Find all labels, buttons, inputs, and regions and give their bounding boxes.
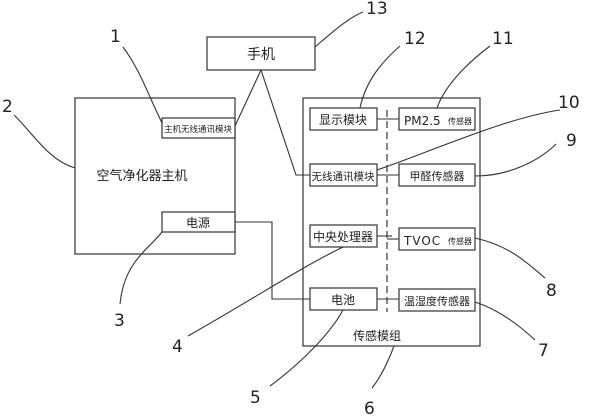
temp-humidity-box (398, 288, 476, 312)
wireless-label: 无线通讯模块 (312, 170, 375, 183)
leader-3 (119, 231, 163, 305)
leader-7 (474, 301, 536, 341)
leader-1 (122, 46, 163, 124)
callout-1: 1 (110, 27, 121, 47)
sensor-group-label: 传感模组 (353, 328, 401, 343)
leader-5 (269, 309, 344, 387)
power-label: 电源 (186, 216, 210, 230)
pm25-label: PM2.5 (404, 114, 441, 128)
phone-label: 手机 (247, 47, 275, 63)
leader-12 (359, 45, 401, 109)
temp-humidity-label: 温湿度传感器 (404, 294, 470, 308)
callout-9: 9 (566, 131, 577, 151)
callout-8: 8 (546, 281, 557, 301)
leader-4 (187, 246, 344, 337)
callout-3: 3 (114, 311, 125, 331)
leader-8 (474, 237, 546, 279)
callout-12: 12 (404, 29, 426, 49)
callout-6: 6 (364, 399, 375, 419)
link-phone-wireless (260, 69, 310, 176)
battery-label: 电池 (331, 293, 355, 307)
leader-11 (436, 45, 491, 109)
callout-5: 5 (250, 388, 261, 408)
callout-2: 2 (2, 97, 13, 117)
link-power-battery (235, 221, 310, 300)
callout-4: 4 (172, 337, 183, 357)
host-wireless-label: 主机无线通讯模块 (164, 124, 233, 135)
purifier-host-label: 空气净化器主机 (96, 168, 187, 184)
cpu-label: 中央处理器 (313, 229, 373, 244)
leader-13 (314, 11, 364, 48)
phone-box (206, 36, 316, 71)
callout-7: 7 (538, 341, 549, 361)
callout-10: 10 (558, 93, 580, 113)
leader-10 (376, 109, 561, 171)
leader-2 (13, 114, 76, 169)
tvoc-suffix: 传感器 (448, 236, 472, 246)
pm25-suffix: 传感器 (448, 116, 472, 126)
formaldehyde-label: 甲醛传感器 (410, 169, 465, 183)
leader-9 (474, 143, 557, 177)
link-host-phone (234, 69, 262, 127)
tvoc-label: TVOC (403, 234, 441, 248)
display-label: 显示模块 (319, 113, 367, 127)
callout-13: 13 (366, 0, 388, 19)
leader-6 (371, 345, 395, 389)
host-wireless-box (161, 117, 236, 139)
callout-11: 11 (492, 29, 514, 49)
